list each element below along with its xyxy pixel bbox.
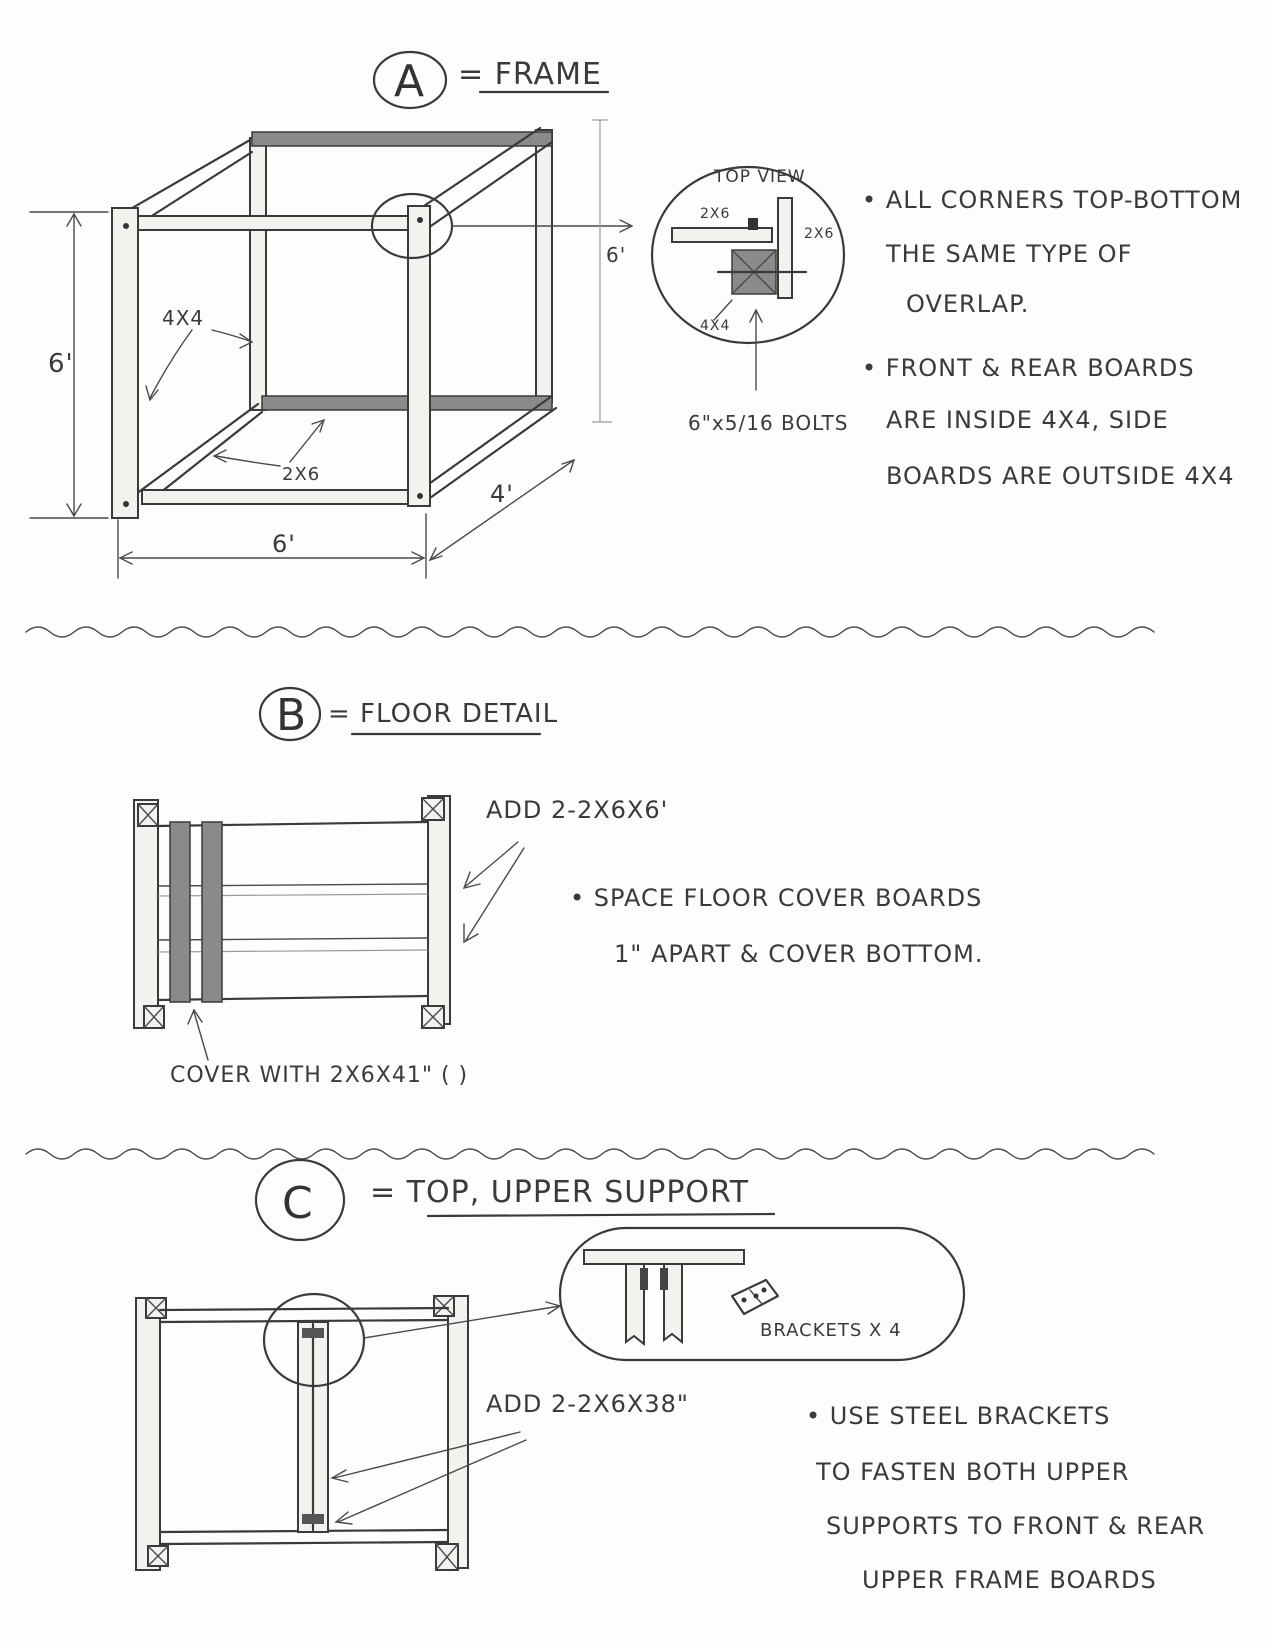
note-a1-line1: • ALL CORNERS TOP-BOTTOM [862,186,1242,214]
note-a2-line3: BOARDS ARE OUTSIDE 4X4 [886,462,1235,490]
upper-support-plan [135,1292,562,1571]
section-a: A = FRAME [29,50,1242,579]
front-bottom-board [141,489,419,505]
top-view-2x6-right: 2X6 [804,226,834,242]
top-view-4x4: 4X4 [700,318,730,334]
rear-left-post [249,137,267,411]
dim-height-label: 6' [48,349,74,379]
section-a-letter: A [394,56,424,107]
divider-wave-2 [25,1148,1155,1160]
front-right-post [407,205,431,507]
top-view-2x6-left: 2X6 [700,206,730,222]
rear-top-board [251,131,553,147]
support-detail-circle [262,1292,366,1388]
dim-width-label: 6' [272,530,296,558]
dim-top-view-side: 6' [606,243,626,267]
section-b-add-note: ADD 2-2X6X6' [486,796,668,824]
note-a2-line1: • FRONT & REAR BOARDS [862,354,1195,382]
frame-drawing [111,126,634,519]
section-c-letter: C [282,1178,313,1229]
top-view-title: TOP VIEW [713,167,806,187]
section-c: C = TOP, UPPER SUPPORT [135,1158,1205,1594]
brackets-label: BRACKETS X 4 [760,1320,902,1341]
bracket-detail: BRACKETS X 4 [558,1226,966,1362]
floor-plan [133,795,451,1029]
top-view-circle [650,165,846,345]
label-2x6: 2X6 [282,464,320,485]
section-c-title: = TOP, UPPER SUPPORT [370,1175,749,1210]
section-c-circle [254,1158,346,1242]
bracket-detail-bubble [558,1226,966,1362]
note-a2-line2: ARE INSIDE 4X4, SIDE [886,406,1169,434]
label-4x4: 4X4 [162,306,204,330]
rear-right-post [535,129,553,403]
section-b-note-line2: 1" APART & COVER BOTTOM. [614,940,983,968]
divider-wave-1 [25,626,1155,638]
section-b-note-line1: • SPACE FLOOR COVER BOARDS [570,884,982,912]
section-c-note-line1: • USE STEEL BRACKETS [806,1402,1110,1430]
section-b-title: = FLOOR DETAIL [328,699,558,729]
section-b-circle [258,686,322,742]
section-b: B = FLOOR DETAIL ADD 2-2X6X6' [133,686,983,1088]
section-b-cover-note: COVER WITH 2X6X41" ( ) [170,1063,468,1088]
note-a1-line3: OVERLAP. [906,290,1029,318]
section-c-add-note: ADD 2-2X6X38" [486,1390,689,1418]
frame-dimensions: 6' 6' 4' 6' [29,119,626,579]
section-a-title: = FRAME [458,57,602,92]
dim-depth-label: 4' [490,480,514,508]
section-c-note-line4: UPPER FRAME BOARDS [862,1566,1157,1594]
section-a-notes: • ALL CORNERS TOP-BOTTOM THE SAME TYPE O… [862,186,1242,490]
section-a-circle [372,50,448,110]
front-left-post [111,207,139,519]
section-c-note-line2: TO FASTEN BOTH UPPER [815,1458,1129,1486]
section-b-letter: B [276,690,306,741]
top-view-detail: TOP VIEW 2X6 2X6 4X4 6"x5/16 BOLTS [650,165,848,435]
note-a1-line2: THE SAME TYPE OF [885,240,1132,268]
top-view-bolts: 6"x5/16 BOLTS [688,411,848,435]
section-c-note-line3: SUPPORTS TO FRONT & REAR [826,1512,1205,1540]
